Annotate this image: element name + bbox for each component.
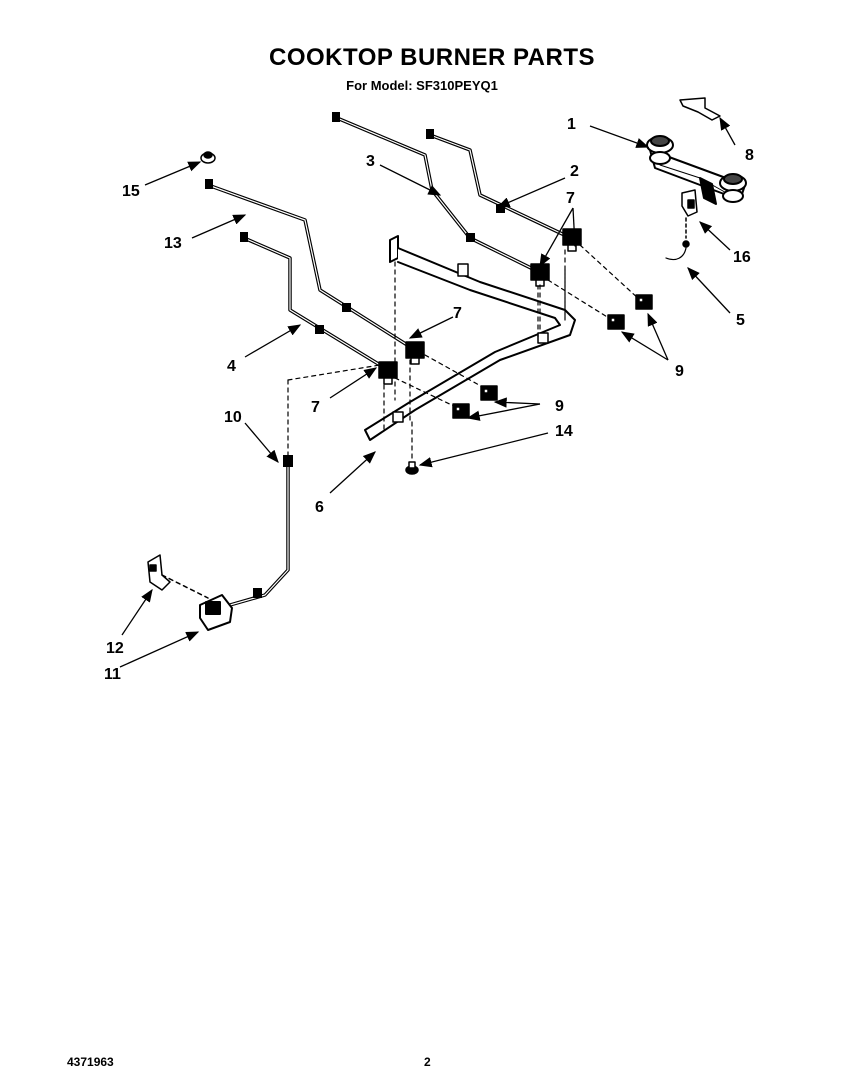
callout-13: 13 (164, 235, 182, 252)
callout-labels: 1 2 3 4 5 6 7 7 7 8 9 9 10 11 12 13 14 1… (104, 116, 754, 683)
callout-3: 3 (366, 153, 375, 170)
leader-arrows (119, 116, 736, 668)
clip-and-wire (665, 189, 698, 261)
callout-14: 14 (555, 423, 573, 440)
valve-alignment-lines (287, 244, 641, 463)
callout-6: 6 (315, 499, 324, 516)
callout-11: 11 (104, 666, 121, 683)
tube-fittings (205, 112, 505, 598)
callout-7-middle: 7 (453, 305, 462, 322)
callout-8: 8 (745, 147, 754, 164)
callout-7-left: 7 (311, 399, 320, 416)
callout-16: 16 (733, 249, 751, 266)
document-number: 4371963 (67, 1055, 114, 1069)
valve-bracket (147, 554, 209, 599)
callout-9-middle: 9 (555, 398, 564, 415)
bracket (679, 97, 721, 121)
callout-5: 5 (736, 312, 745, 329)
callout-10: 10 (224, 409, 242, 426)
model-subtitle: For Model: SF310PEYQ1 (346, 78, 498, 93)
screw (405, 461, 419, 475)
burner-tubes (206, 116, 577, 607)
callout-15: 15 (122, 183, 140, 200)
callout-2: 2 (570, 163, 579, 180)
callout-12: 12 (106, 640, 124, 657)
callout-9-right: 9 (675, 363, 684, 380)
page-title: COOKTOP BURNER PARTS (268, 44, 596, 71)
main-valve (199, 594, 233, 631)
callout-7-top: 7 (566, 190, 575, 207)
fitting-15 (200, 151, 216, 164)
callout-1: 1 (567, 116, 576, 133)
page-number: 2 (424, 1055, 431, 1069)
callout-4: 4 (227, 358, 236, 375)
burner-spuds (452, 294, 653, 419)
top-burner-assembly (646, 135, 747, 205)
